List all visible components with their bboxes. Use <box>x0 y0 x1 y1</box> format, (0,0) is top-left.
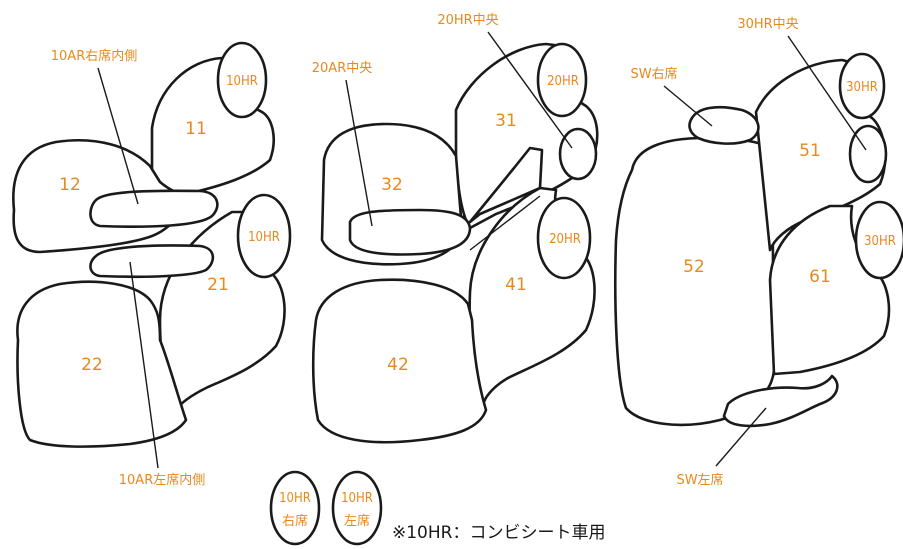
label-20hr-lower: 20HR <box>549 232 581 247</box>
callout-30hr-center: 30HR中央 <box>737 17 798 32</box>
label-seat-12: 12 <box>59 175 81 195</box>
legend-headrest-right <box>269 470 321 546</box>
leader-20hr-center <box>487 31 573 149</box>
callout-10ar-left-inner: 10AR左席内側 <box>119 472 205 488</box>
seat-group-second-row <box>311 31 599 444</box>
leader-10ar-right <box>97 67 139 205</box>
leader-center-frame <box>469 195 541 251</box>
label-30hr-lower: 30HR <box>864 234 896 249</box>
headrest-30hr-upper <box>838 52 886 120</box>
leader-20ar-center <box>345 79 373 227</box>
label-seat-11: 11 <box>185 119 207 139</box>
seat-number-labels: 11 12 21 22 31 32 41 42 51 52 61 <box>59 111 831 375</box>
seat-group-first-row <box>12 41 292 469</box>
seat-42-cushion <box>311 278 488 444</box>
callout-sw-left: SW左席 <box>676 472 723 488</box>
label-seat-42: 42 <box>387 355 409 375</box>
center-seat-frame <box>468 146 544 224</box>
headrest-10hr-lower <box>236 193 292 279</box>
armrest-10ar-left <box>89 244 215 279</box>
legend-headrest-left <box>331 470 383 546</box>
legend-note: ※10HR：コンビシート車用 <box>392 523 605 543</box>
label-seat-32: 32 <box>381 175 403 195</box>
sw-left-seat <box>722 374 839 428</box>
label-10hr-lower: 10HR <box>248 230 280 245</box>
armrest-20ar-center <box>348 208 472 256</box>
headrest-labels: 10HR 10HR 20HR 20HR 30HR 30HR <box>226 74 896 249</box>
label-20hr-upper: 20HR <box>547 74 579 89</box>
label-seat-61: 61 <box>809 267 831 287</box>
seat-group-third-row <box>614 35 903 467</box>
leader-10ar-left <box>129 261 159 469</box>
callout-sw-right: SW右席 <box>630 66 677 82</box>
legend-left-bottom: 左席 <box>344 513 370 529</box>
seat-22-cushion <box>16 280 188 448</box>
legend-right-top: 10HR <box>279 491 311 506</box>
label-seat-52: 52 <box>683 257 705 277</box>
leader-30hr-center <box>787 35 867 151</box>
callout-20ar-center: 20AR中央 <box>312 61 372 76</box>
seat-52-cushion <box>614 136 776 427</box>
callout-20hr-center: 20HR中央 <box>437 13 498 28</box>
legend-left-top: 10HR <box>341 491 373 506</box>
armrest-10ar-right <box>89 189 219 228</box>
label-30hr-upper: 30HR <box>846 80 878 95</box>
label-seat-21: 21 <box>207 275 229 295</box>
headrest-20hr-center <box>558 127 598 181</box>
label-10hr-upper: 10HR <box>226 74 258 89</box>
headrest-20hr-lower <box>536 196 592 280</box>
leader-sw-right <box>663 85 713 127</box>
label-seat-51: 51 <box>799 141 821 161</box>
label-seat-41: 41 <box>505 275 527 295</box>
leader-sw-left <box>715 407 767 467</box>
legend: 10HR 右席 10HR 左席 ※10HR：コンビシート車用 <box>269 470 605 546</box>
headrest-20hr-upper <box>536 42 588 118</box>
callout-labels: 10AR右席内側 10AR左席内側 20AR中央 20HR中央 30HR中央 S… <box>51 13 799 488</box>
legend-right-bottom: 右席 <box>282 513 308 529</box>
headrest-30hr-lower <box>854 200 903 280</box>
sw-right-seat <box>688 105 760 145</box>
label-seat-22: 22 <box>81 355 103 375</box>
headrest-10hr-upper <box>216 41 268 119</box>
label-seat-31: 31 <box>495 111 517 131</box>
callout-10ar-right-inner: 10AR右席内側 <box>51 48 137 64</box>
